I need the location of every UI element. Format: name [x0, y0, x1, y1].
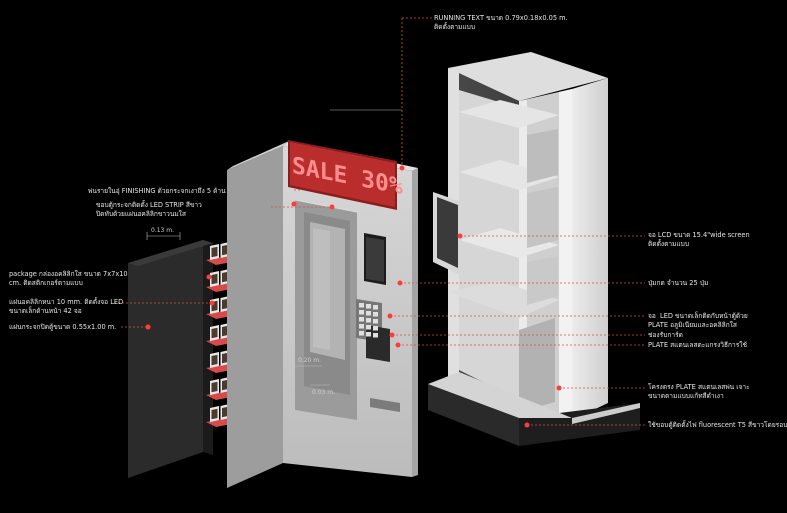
dimension-lines — [146, 232, 330, 386]
product-led-screen — [222, 406, 228, 418]
product-led-screen — [211, 408, 218, 420]
keypad-button — [359, 331, 364, 336]
keypad-button — [366, 311, 371, 316]
keypad-button — [373, 312, 378, 317]
product-led-screen — [211, 327, 218, 339]
keypad-button — [359, 317, 364, 322]
keypad-button — [366, 332, 371, 337]
product-led-screen — [222, 271, 228, 283]
label-running-text: RUNNING TEXT ขนาด 0.79x0.18x0.05 m. ติดต… — [434, 14, 568, 31]
label-acrylic-sheet: แผ่นอคลิลิกหนา 10 mm. ติดตั้งจอ LED ขนาด… — [9, 298, 124, 315]
dimension-013: 0.13 m. — [151, 227, 175, 234]
label-panel: แผ่นกระจกปิดตู้ขนาด 0.55x1.00 m. — [9, 323, 117, 331]
keypad-buttons — [359, 303, 378, 338]
label-finishing: พ่นรายในอุ่ FINISHING ด้วยกระจกเงาถึง 5 … — [88, 187, 226, 195]
product-led-screen — [211, 354, 218, 366]
product-led-screen — [222, 244, 228, 256]
cabinet-frame — [428, 52, 640, 446]
front-door-panel — [227, 140, 418, 488]
product-led-screen — [211, 381, 218, 393]
label-card-slot: ช่องรับการ์ด — [648, 331, 683, 339]
keypad-button — [373, 326, 378, 331]
product-led-screen — [222, 325, 228, 337]
dimension-003: 0.03 m. — [312, 389, 336, 396]
keypad-button — [373, 305, 378, 310]
label-led-plate: จอ LED ขนาดเล็กติดกับหน้าตู้ด้วย PLATE อ… — [648, 312, 748, 329]
product-led-screen — [222, 298, 228, 310]
keypad-button — [359, 303, 364, 308]
keypad-button — [373, 319, 378, 324]
label-lcd: จอ LCD ขนาด 15.4"wide screen ติดตั้งตามแ… — [648, 231, 750, 248]
keypad-button — [366, 318, 371, 323]
product-led-screen — [222, 379, 228, 391]
keypad-button — [359, 310, 364, 315]
label-buttons: ปุ่มกด จำนวน 25 ปุ่ม — [648, 279, 709, 287]
label-frame: โครงตรง PLATE สแตนเลสพ่น เจาะ ขนาดตามแบบ… — [648, 383, 750, 400]
keypad-button — [373, 333, 378, 338]
label-fluorescent: ใช้ขอบตู้ติดตั้งไฟ fluorescent T5 สีขาวโ… — [648, 421, 787, 429]
label-package: package กล่องอคลิลิกใส ขนาด 7x7x10 cm. ต… — [9, 270, 128, 287]
leader-lines — [114, 17, 645, 426]
keypad-button — [366, 304, 371, 309]
callout-dots — [145, 165, 562, 428]
label-led-strip: ขอบตู้กระจกติดตั้ง LED STRIP สีขาว ปิดทั… — [96, 201, 202, 218]
product-led-screen — [211, 273, 218, 285]
keypad-button — [359, 324, 364, 329]
glass-cover-panel — [128, 240, 213, 478]
product-led-screen — [222, 352, 228, 364]
product-led-screen — [211, 246, 218, 258]
dimension-020: 0.20 m. — [298, 357, 322, 364]
keypad-button — [366, 325, 371, 330]
label-plate-steel: PLATE สแตนเลสตะแกรงวิธีการใช้ — [648, 341, 747, 349]
